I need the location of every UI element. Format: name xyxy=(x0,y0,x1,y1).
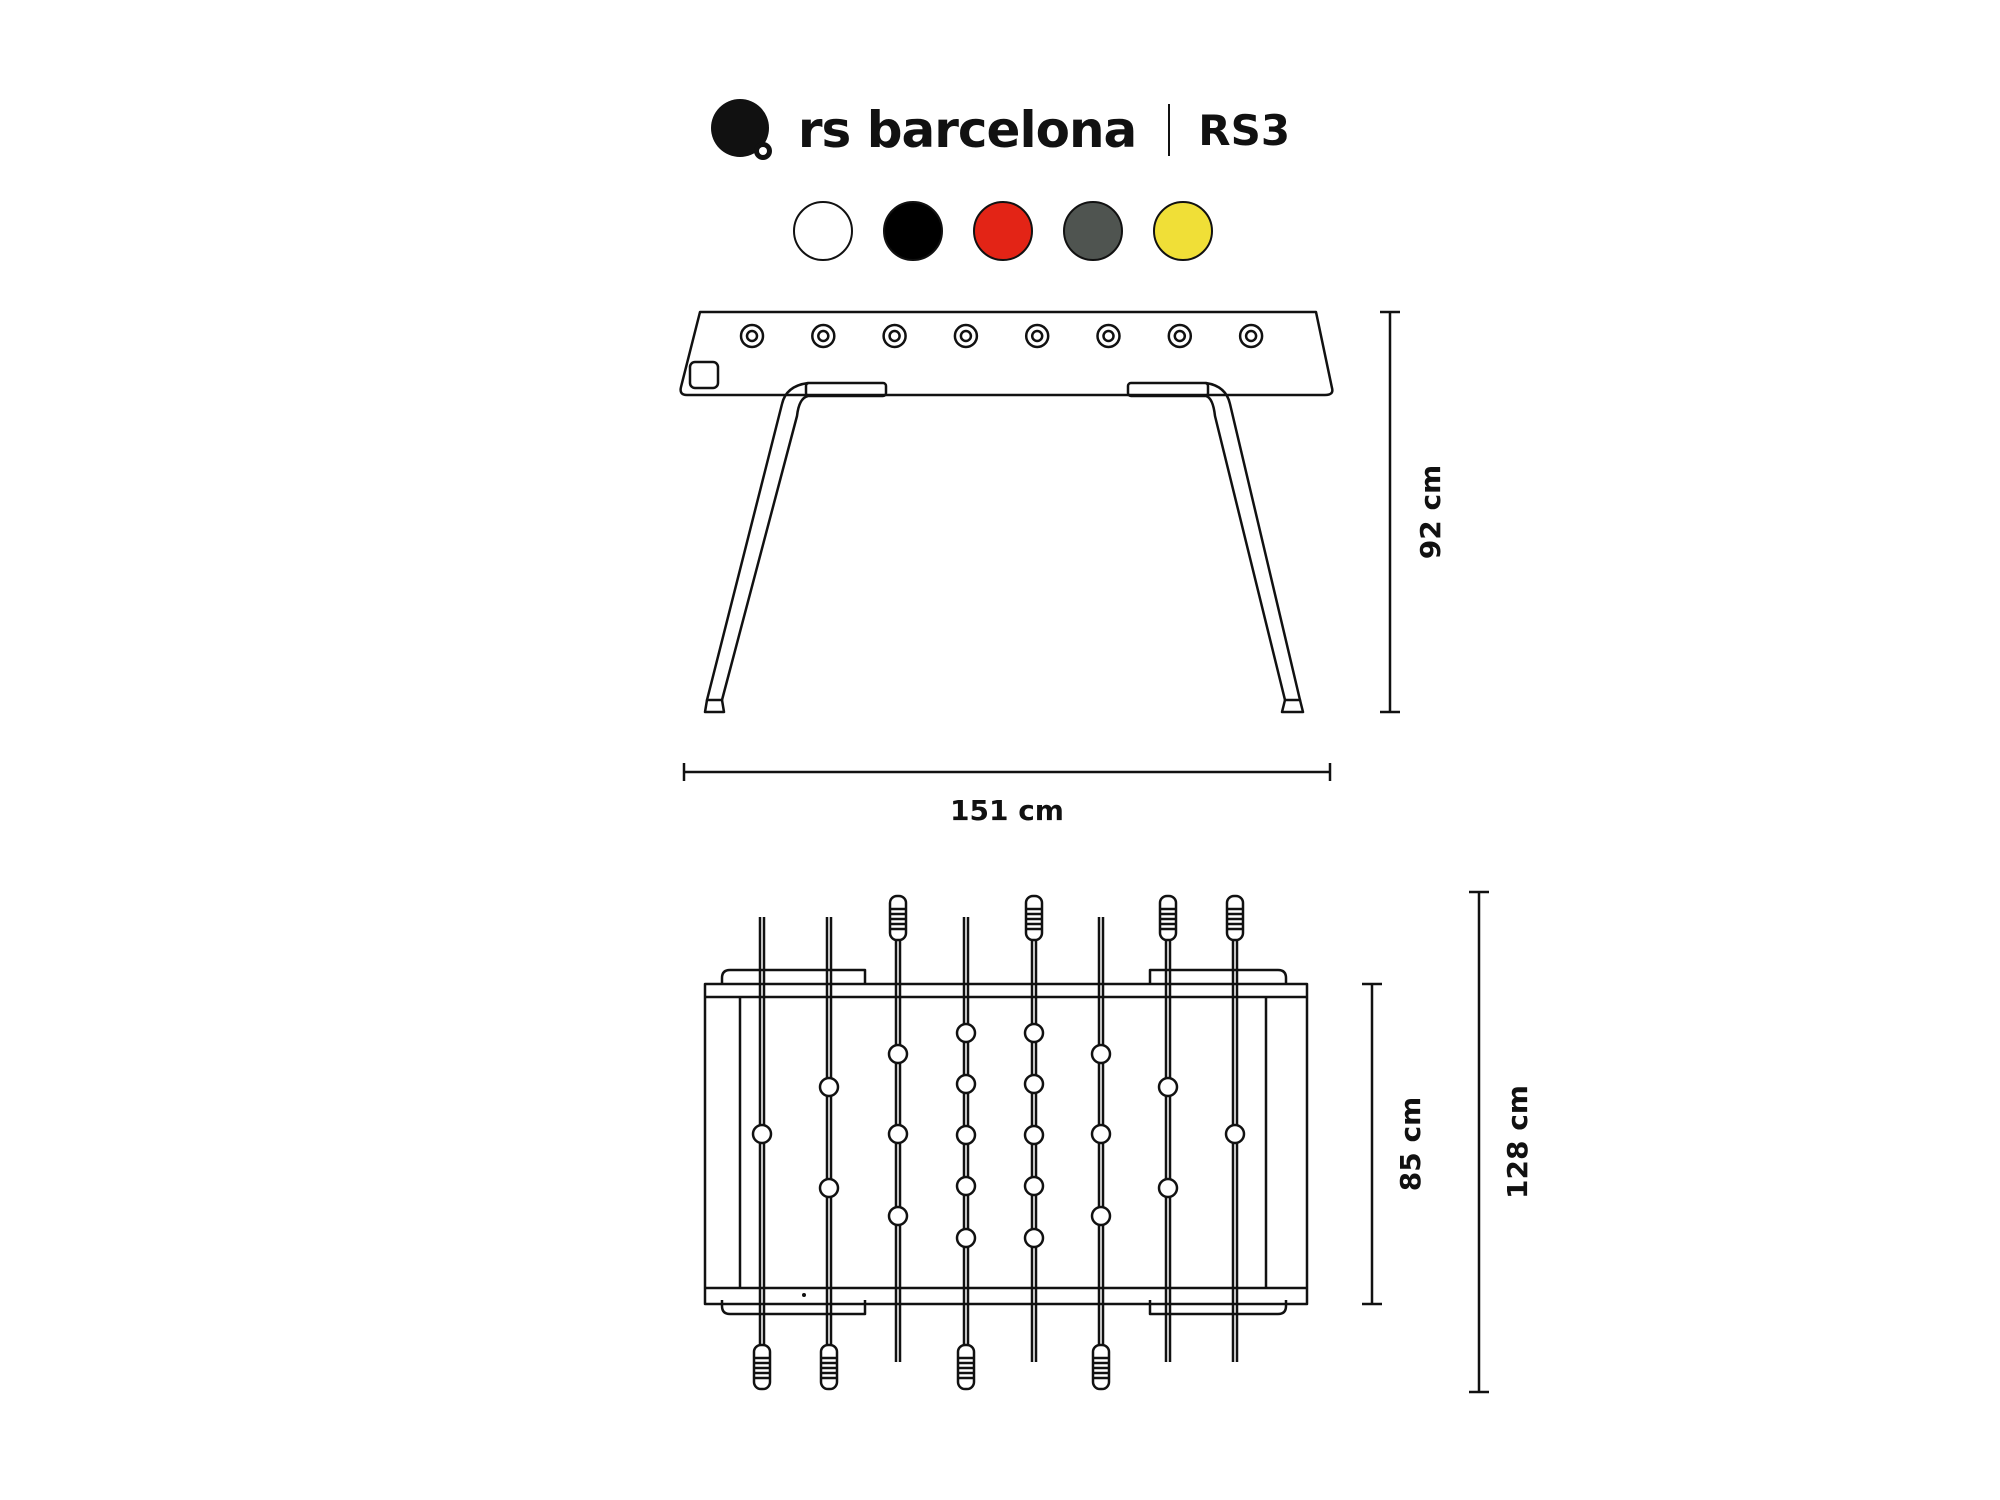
player-figure xyxy=(1090,1123,1112,1145)
brand-name: rs barcelona xyxy=(797,101,1137,159)
left-leg xyxy=(705,381,810,702)
rod-knob xyxy=(1167,323,1193,349)
player-figure xyxy=(1157,1076,1179,1098)
serial-dot xyxy=(802,1293,806,1297)
foosball-table-top-view xyxy=(703,894,1309,1391)
rod-handle xyxy=(1225,894,1245,942)
color-swatch-red xyxy=(973,201,1033,261)
rod-knobs-side xyxy=(739,323,1264,349)
width-label: 85 cm xyxy=(1394,1097,1427,1192)
player-rods xyxy=(751,894,1246,1391)
player-rod xyxy=(955,917,977,1391)
leg-bracket-bottom-left xyxy=(720,1300,867,1316)
rod-handle xyxy=(1091,1343,1111,1391)
foosball-table-side-view xyxy=(679,310,1334,714)
brand-logo: rs barcelona xyxy=(710,98,1137,162)
player-figure xyxy=(1023,1175,1045,1197)
rod-handle xyxy=(819,1343,839,1391)
player-figure xyxy=(818,1177,840,1199)
length-dimension xyxy=(682,763,1332,781)
rod-handle xyxy=(956,1343,976,1391)
leg-bracket-bottom-right xyxy=(1148,1300,1288,1316)
player-figure xyxy=(751,1123,773,1145)
rs-barcelona-logo-icon xyxy=(710,99,772,160)
player-figure xyxy=(955,1175,977,1197)
player-figure xyxy=(1090,1043,1112,1065)
player-rod xyxy=(887,894,909,1362)
color-swatch-black xyxy=(883,201,943,261)
rod-handle xyxy=(1158,894,1178,942)
rod-handle xyxy=(752,1343,772,1391)
leg-bracket-top-left xyxy=(720,968,867,985)
overall-width-label: 128 cm xyxy=(1501,1085,1534,1199)
color-swatch-white xyxy=(793,201,853,261)
player-figure xyxy=(1224,1123,1246,1145)
rod-knob xyxy=(1238,323,1264,349)
player-rod xyxy=(1090,917,1112,1391)
rod-knob xyxy=(953,323,979,349)
player-rod xyxy=(1157,894,1179,1362)
rod-knob xyxy=(1024,323,1050,349)
length-label: 151 cm xyxy=(950,794,1064,827)
color-swatch-grey xyxy=(1063,201,1123,261)
rod-handle xyxy=(1024,894,1044,942)
player-figure xyxy=(887,1043,909,1065)
player-rod xyxy=(1023,894,1045,1362)
player-rod xyxy=(751,917,773,1391)
right-leg xyxy=(1204,381,1302,702)
rod-handle xyxy=(888,894,908,942)
width-dimension xyxy=(1362,982,1382,1306)
player-rod xyxy=(1224,894,1246,1362)
player-figure xyxy=(1157,1177,1179,1199)
player-figure xyxy=(955,1227,977,1249)
table-cabinet-side xyxy=(679,310,1334,397)
player-figure xyxy=(887,1205,909,1227)
player-figure xyxy=(887,1123,909,1145)
overall-width-dimension xyxy=(1469,890,1489,1394)
rod-knob xyxy=(1096,323,1121,349)
player-figure xyxy=(1090,1205,1112,1227)
player-figure xyxy=(1023,1124,1045,1146)
player-figure xyxy=(955,1124,977,1146)
player-figure xyxy=(1023,1022,1045,1044)
player-figure xyxy=(1023,1227,1045,1249)
left-leg-bracket xyxy=(804,381,888,398)
goal-opening xyxy=(688,360,720,390)
rod-knob xyxy=(811,323,836,349)
table-cabinet-top xyxy=(703,982,1309,1306)
leg-bracket-top-right xyxy=(1148,968,1288,985)
right-leg-bracket xyxy=(1126,381,1210,398)
model-name: RS3 xyxy=(1198,105,1291,155)
player-figure xyxy=(955,1073,977,1095)
color-swatch-yellow xyxy=(1153,201,1213,261)
rod-knob xyxy=(882,323,907,349)
left-foot xyxy=(703,698,726,714)
player-figure xyxy=(1023,1073,1045,1095)
player-figure xyxy=(818,1076,840,1098)
rod-knob xyxy=(739,323,765,349)
header-separator xyxy=(1168,104,1171,156)
header: rs barcelona RS3 xyxy=(0,95,2000,165)
height-dimension xyxy=(1380,310,1400,714)
right-foot xyxy=(1280,698,1305,714)
color-swatches xyxy=(793,201,1213,261)
player-figure xyxy=(955,1022,977,1044)
height-label: 92 cm xyxy=(1414,465,1447,560)
player-rod xyxy=(818,917,840,1391)
